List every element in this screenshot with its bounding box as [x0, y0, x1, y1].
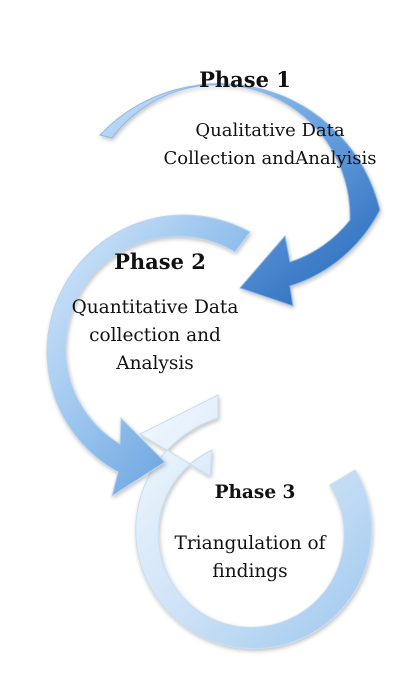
phase-2-description-line: Analysis [116, 353, 194, 374]
phase-2-arrow [46, 214, 251, 498]
phase-3-description: Triangulation of findings [150, 530, 350, 586]
phase-2-description-line: Quantitative Data [71, 297, 239, 318]
phase-1-arrow [99, 83, 381, 307]
phase-2-title: Phase 2 [114, 249, 206, 274]
phase-2-description-line: collection and [89, 325, 221, 346]
phase-3-description-line: findings [212, 561, 288, 582]
phase-3-description-line: Triangulation of [174, 533, 326, 554]
phase-2-description: Quantitative Data collection and Analysi… [55, 294, 255, 378]
phase-1-description-line: Qualitative Data [195, 120, 345, 141]
phase-1-title: Phase 1 [199, 67, 291, 92]
phase-1-description: Qualitative Data Collection andAnalyisis [150, 117, 390, 173]
phase-1-description-line: Collection andAnalyisis [163, 148, 377, 169]
phase-3-title: Phase 3 [214, 482, 296, 503]
phase-3-arrow [135, 394, 373, 649]
